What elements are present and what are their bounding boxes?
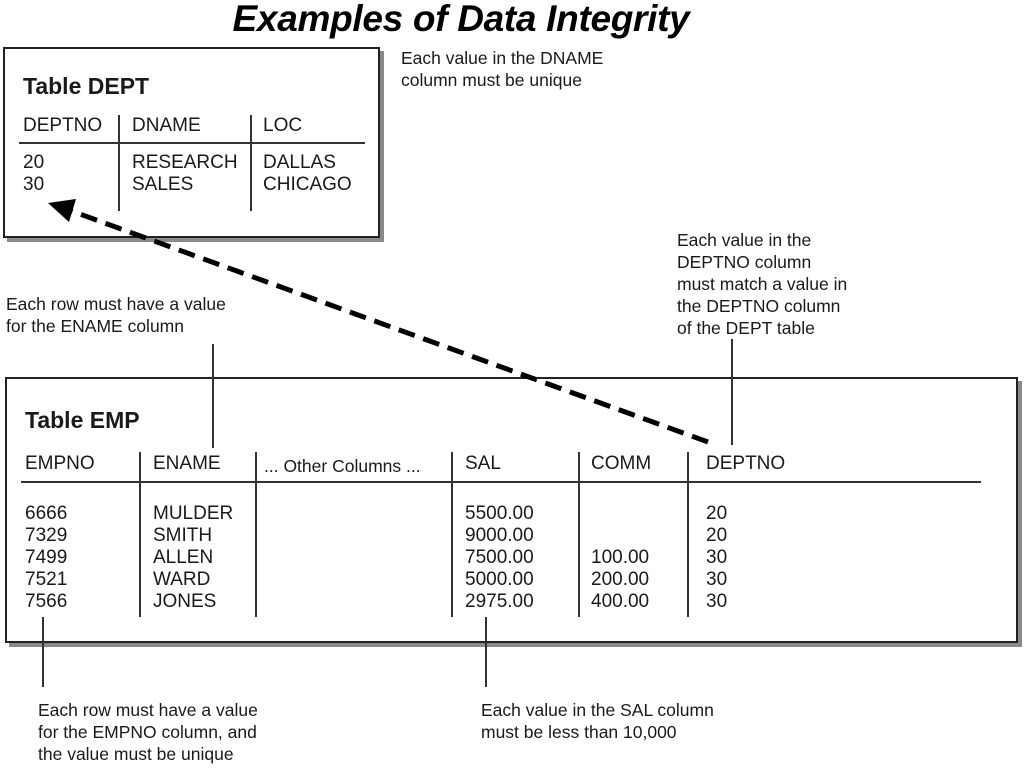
emp-cell: 400.00 bbox=[591, 591, 650, 612]
dept-header-rule bbox=[19, 142, 365, 144]
emp-table: Table EMP EMPNO ENAME ... Other Columns … bbox=[5, 377, 1018, 643]
emp-cell: ALLEN bbox=[153, 547, 214, 568]
leader-line-sal bbox=[485, 617, 487, 687]
dept-cell: 30 bbox=[23, 174, 45, 195]
emp-column-divider bbox=[139, 452, 141, 617]
note-empno-primary-key: Each row must have a value for the EMPNO… bbox=[38, 700, 258, 764]
note-ename-required: Each row must have a value for the ENAME… bbox=[6, 294, 226, 336]
dept-cell: 20 bbox=[23, 152, 45, 173]
emp-cell: 6666 bbox=[25, 503, 68, 524]
note-sal-check: Each value in the SAL column must be les… bbox=[481, 700, 714, 742]
leader-line-deptno bbox=[731, 339, 733, 445]
emp-header-sal: SAL bbox=[465, 453, 501, 474]
dept-table-title: Table DEPT bbox=[23, 73, 150, 99]
emp-cell: 7499 bbox=[25, 547, 68, 568]
emp-cell: 5500.00 bbox=[465, 503, 534, 524]
note-deptno-foreign-key: Each value in the DEPTNO column must mat… bbox=[677, 230, 848, 338]
emp-cell: 20 bbox=[706, 503, 728, 524]
emp-cell: 9000.00 bbox=[465, 525, 534, 546]
emp-column-divider bbox=[687, 452, 689, 617]
page-title: Examples of Data Integrity bbox=[232, 0, 690, 39]
arrowhead-icon bbox=[48, 199, 76, 222]
dept-header-dname: DNAME bbox=[132, 115, 201, 136]
dept-cell: SALES bbox=[132, 174, 194, 195]
leader-line-ename bbox=[212, 344, 214, 448]
foreign-key-arrow-shaft bbox=[65, 206, 709, 445]
emp-cell: WARD bbox=[153, 569, 211, 590]
emp-cell: SMITH bbox=[153, 525, 213, 546]
emp-cell: 7500.00 bbox=[465, 547, 534, 568]
emp-cell: MULDER bbox=[153, 503, 234, 524]
emp-cell: 30 bbox=[706, 591, 728, 612]
emp-cell: 7566 bbox=[25, 591, 68, 612]
emp-cell: 30 bbox=[706, 569, 728, 590]
emp-cell: 5000.00 bbox=[465, 569, 534, 590]
dept-header-deptno: DEPTNO bbox=[23, 115, 103, 136]
leader-line-empno bbox=[42, 617, 44, 687]
emp-cell: 7521 bbox=[25, 569, 68, 590]
emp-header-deptno: DEPTNO bbox=[706, 453, 786, 474]
emp-column-divider bbox=[451, 452, 453, 617]
dept-cell: DALLAS bbox=[263, 152, 336, 173]
dept-header-loc: LOC bbox=[263, 115, 303, 136]
emp-header-rule bbox=[21, 481, 981, 483]
emp-header-other-columns: ... Other Columns ... bbox=[264, 456, 421, 476]
emp-column-divider bbox=[255, 452, 257, 617]
emp-table-title: Table EMP bbox=[25, 407, 140, 433]
dept-cell: CHICAGO bbox=[263, 174, 352, 195]
emp-cell: 100.00 bbox=[591, 547, 650, 568]
dept-column-divider bbox=[250, 115, 252, 211]
emp-header-ename: ENAME bbox=[153, 453, 221, 474]
emp-cell: 7329 bbox=[25, 525, 68, 546]
emp-cell: 2975.00 bbox=[465, 591, 534, 612]
emp-cell: 200.00 bbox=[591, 569, 650, 590]
emp-header-empno: EMPNO bbox=[25, 453, 95, 474]
dept-cell: RESEARCH bbox=[132, 152, 238, 173]
emp-column-divider bbox=[578, 452, 580, 617]
emp-header-comm: COMM bbox=[591, 453, 652, 474]
emp-cell: 30 bbox=[706, 547, 728, 568]
emp-cell: 20 bbox=[706, 525, 728, 546]
emp-cell: JONES bbox=[153, 591, 217, 612]
dept-column-divider bbox=[118, 115, 120, 211]
note-dname-unique: Each value in the DNAME column must be u… bbox=[401, 48, 604, 90]
